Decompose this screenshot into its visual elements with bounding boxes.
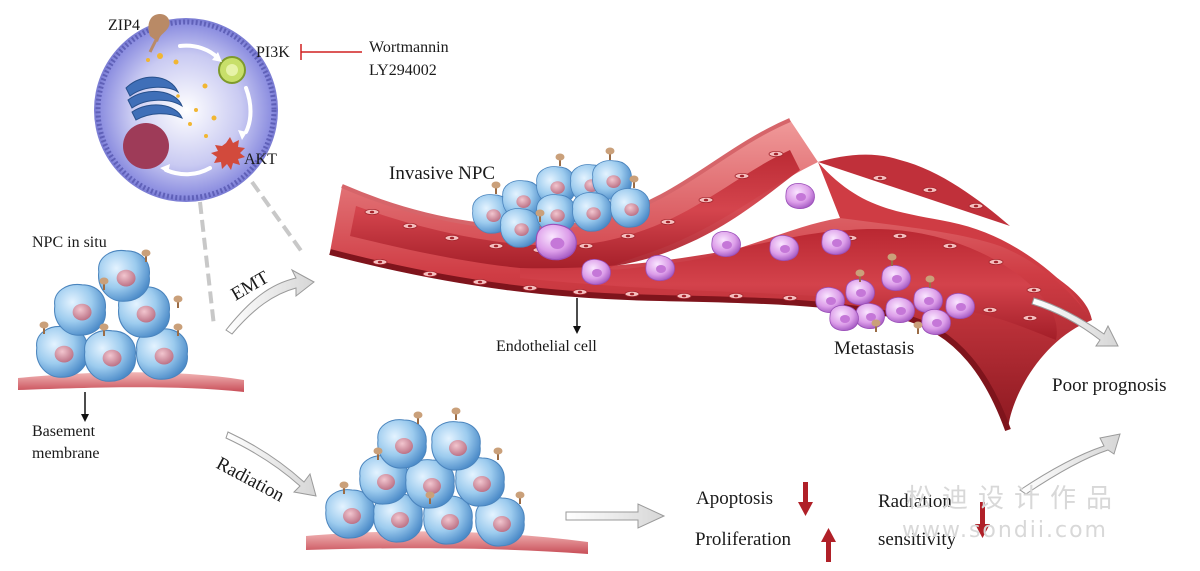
watermark-line1: 松迪设计作品: [906, 484, 1123, 514]
watermark-line2: www.sondii.com: [902, 518, 1108, 543]
basement-membrane-pointer: [81, 392, 89, 422]
zinc-ion-dots: [146, 53, 217, 138]
sensitivity-down-arrow: [975, 502, 990, 538]
wortmannin-label: Wortmannin: [369, 39, 449, 56]
akt-molecule-icon: [211, 137, 245, 170]
zip4-receptor-icon: [148, 14, 170, 53]
npc-in-situ-cluster: [18, 248, 244, 392]
akt-label: AKT: [244, 151, 277, 168]
blood-vessel: [329, 118, 1092, 432]
emt-arrow: [225, 268, 315, 335]
proliferation-up-arrow: [821, 528, 836, 562]
prognosis-arrow-top: [1031, 297, 1119, 347]
radiation-arrow: [225, 431, 317, 497]
outcome-arrow: [565, 503, 666, 529]
pi3k-label: PI3K: [256, 44, 290, 61]
invasive-npc-label: Invasive NPC: [389, 163, 496, 184]
basement-membrane-label-line2: membrane: [32, 445, 100, 462]
zip4-label: ZIP4: [108, 17, 140, 34]
zoom-guide-lines: [198, 180, 304, 327]
ly294002-label: LY294002: [369, 62, 437, 79]
apoptosis-label: Apoptosis: [696, 488, 774, 509]
basement-membrane-label-line1: Basement: [32, 423, 96, 440]
poor-prognosis-label: Poor prognosis: [1052, 375, 1167, 396]
radiated-npc-cluster: [306, 406, 588, 554]
metastasis-label: Metastasis: [834, 338, 915, 359]
golgi-icon: [125, 76, 184, 121]
endothelial-cell-label: Endothelial cell: [496, 338, 597, 355]
radiation-sensitivity-label-line1: Radiation: [878, 491, 952, 512]
proliferation-label: Proliferation: [695, 529, 792, 550]
inhibition-line: [300, 44, 362, 60]
signaling-cell: [94, 14, 278, 202]
endothelial-pointer: [573, 298, 581, 334]
npc-in-situ-label: NPC in situ: [32, 234, 107, 251]
radiation-sensitivity-label-line2: sensitivity: [878, 529, 957, 550]
prognosis-arrow-bottom: [1019, 433, 1121, 495]
apoptosis-down-arrow: [798, 482, 813, 516]
nucleus-icon: [123, 123, 169, 169]
flow-arrows: [225, 268, 1121, 529]
